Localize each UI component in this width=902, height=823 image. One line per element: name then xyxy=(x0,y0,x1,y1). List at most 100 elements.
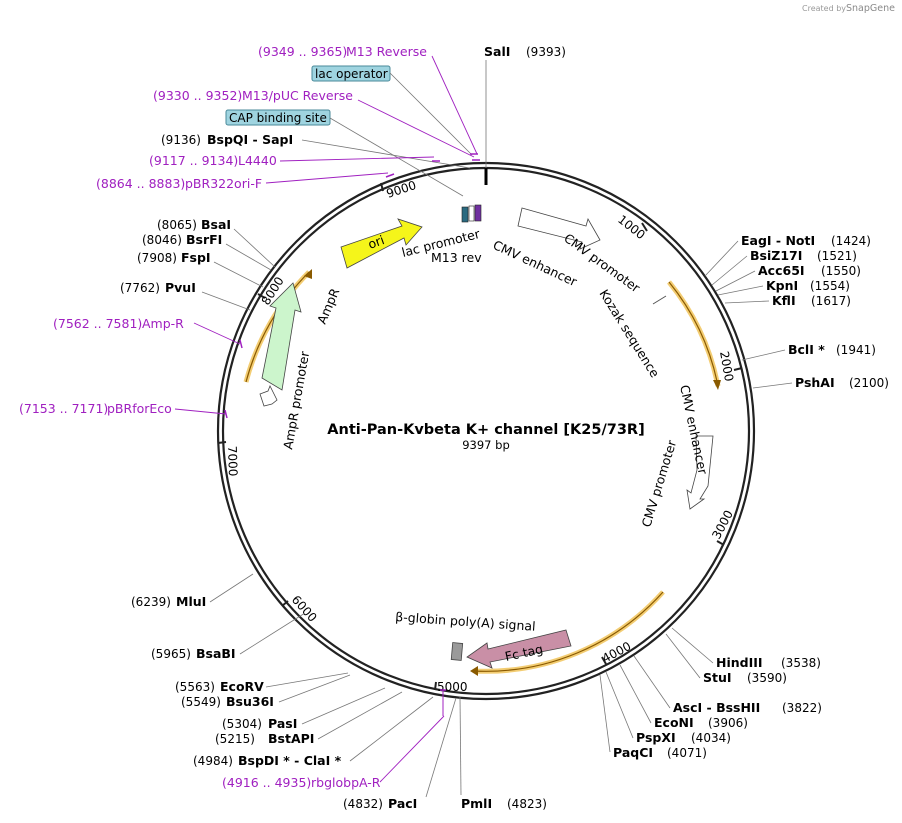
primer-m13puc-name: M13/pUC Reverse xyxy=(242,88,353,103)
kozak-marker xyxy=(652,295,667,305)
site-pasi-pos: (5304) xyxy=(222,717,262,731)
site-mlui-name: MluI xyxy=(176,594,206,609)
tick-7000: 7000 xyxy=(225,446,240,477)
site-bcli-pos: (1941) xyxy=(836,343,876,357)
polya-label: β-globin poly(A) signal xyxy=(395,609,536,634)
site-sali-pos: (9393) xyxy=(526,45,566,59)
site-sali-name: SalI xyxy=(484,44,510,59)
orf-arcs xyxy=(243,269,721,676)
site-kfli-pos: (1617) xyxy=(811,294,851,308)
site-hindiii-name: HindIII xyxy=(716,655,763,670)
tick-1000: 1000 xyxy=(615,212,648,242)
tick-5000: 5000 xyxy=(437,680,468,694)
ampr-label: AmpR xyxy=(314,286,343,327)
site-fspi-name: FspI xyxy=(181,250,211,265)
polya-feature xyxy=(450,642,464,661)
site-bsrfi-pos: (8046) xyxy=(142,233,182,247)
primer-pbr322-name: pBR322ori-F xyxy=(185,176,262,191)
site-pmli-name: PmlI xyxy=(461,796,492,811)
site-pshai-name: PshAI xyxy=(795,375,835,390)
snapgene-logo: SnapGene xyxy=(846,3,895,14)
primer-m13-reverse-range: (9349 .. 9365) xyxy=(258,44,347,59)
site-kpni-name: KpnI xyxy=(766,278,798,293)
site-bsiz17i-pos: (1521) xyxy=(817,249,857,263)
cmv-enhancer-right xyxy=(686,435,714,510)
orf-arrow-3 xyxy=(304,269,312,279)
site-asci-name: AscI - BssHII xyxy=(673,700,760,715)
site-ecorv-name: EcoRV xyxy=(220,679,264,694)
site-stui-name: StuI xyxy=(703,670,732,685)
cap-site-label: CAP binding site xyxy=(229,111,327,125)
site-econi-name: EcoNI xyxy=(654,715,694,730)
site-paqci-name: PaqCI xyxy=(613,745,653,760)
site-hindiii-pos: (3538) xyxy=(781,656,821,670)
site-bstapi-name: BstAPI xyxy=(268,731,314,746)
site-bsu36i-pos: (5549) xyxy=(181,695,221,709)
site-bsu36i-name: Bsu36I xyxy=(226,694,274,709)
site-bcli-name: BclI * xyxy=(788,342,825,357)
site-kpni-pos: (1554) xyxy=(810,279,850,293)
primer-l4440-range: (9117 .. 9134) xyxy=(149,153,238,168)
site-bsrfi-name: BsrFI xyxy=(186,232,222,247)
tick-4000: 4000 xyxy=(600,639,634,666)
primer-pbrforeco-name: pBRforEco xyxy=(107,401,172,416)
credit-prefix: Created by xyxy=(802,4,846,13)
tick-2000: 2000 xyxy=(717,350,736,383)
site-pvui-pos: (7762) xyxy=(120,281,160,295)
m13-rev-label: M13 rev xyxy=(431,250,482,265)
primer-m13-reverse-name: M13 Reverse xyxy=(346,44,427,59)
site-bsabi-name: BsaBI xyxy=(196,646,236,661)
lac-promoter-block xyxy=(468,205,475,222)
site-eagi-pos: (1424) xyxy=(831,234,871,248)
orf-arrow-2 xyxy=(470,666,478,676)
site-pspxi-name: PspXI xyxy=(636,730,676,745)
primer-rbglobpa-range: (4916 .. 4935) xyxy=(222,775,311,790)
primer-l4440-name: L4440 xyxy=(238,153,277,168)
site-paci-pos: (4832) xyxy=(343,797,383,811)
cap-site-block xyxy=(461,206,469,223)
site-bsiz17i-name: BsiZ17I xyxy=(750,248,802,263)
site-eagi-name: EagI - NotI xyxy=(741,233,815,248)
ampr-feature xyxy=(261,282,302,391)
site-pspxi-pos: (4034) xyxy=(691,731,731,745)
site-stui-pos: (3590) xyxy=(747,671,787,685)
primer-rbglobpa-name: rbglobpA-R xyxy=(311,775,381,790)
site-pvui-name: PvuI xyxy=(165,280,196,295)
site-pmli-pos: (4823) xyxy=(507,797,547,811)
cmv-enhancer-top xyxy=(517,207,601,250)
site-bstapi-pos: (5215) xyxy=(215,732,255,746)
primer-m13puc-range: (9330 .. 9352) xyxy=(153,88,242,103)
cmv-promoter-label-right: CMV promoter xyxy=(639,438,680,529)
fc-tag-feature xyxy=(466,629,572,669)
lac-operator-label: lac operator xyxy=(315,67,388,81)
top-annotations: (9349 .. 9365) M13 Reverse lac operator … xyxy=(153,44,480,197)
site-pshai-pos: (2100) xyxy=(849,376,889,390)
ori-label: ori xyxy=(366,232,386,252)
ori-feature xyxy=(340,218,423,269)
cmv-enhancer-label-right: CMV enhancer xyxy=(677,384,711,477)
plasmid-name: Anti-Pan-Kvbeta K+ channel [K25/73R] xyxy=(327,422,644,438)
m13-rev-block xyxy=(474,204,482,222)
site-paci-name: PacI xyxy=(388,796,417,811)
site-kfli-name: KflI xyxy=(772,293,796,308)
plasmid-size: 9397 bp xyxy=(462,438,510,452)
site-econi-pos: (3906) xyxy=(708,716,748,730)
site-acc65i-pos: (1550) xyxy=(821,264,861,278)
site-bsai-name: BsaI xyxy=(201,217,231,232)
site-mlui-pos: (6239) xyxy=(131,595,171,609)
site-ecorv-pos: (5563) xyxy=(175,680,215,694)
site-bspdi-pos: (4984) xyxy=(193,754,233,768)
site-bsai-pos: (8065) xyxy=(157,218,197,232)
features xyxy=(259,204,714,669)
site-pasi-name: PasI xyxy=(268,716,297,731)
primer-ampr-name: Amp-R xyxy=(142,316,184,331)
site-bsabi-pos: (5965) xyxy=(151,647,191,661)
primer-pbr322-range: (8864 .. 8883) xyxy=(96,176,185,191)
site-bspqi-pos: (9136) xyxy=(161,133,201,147)
site-asci-pos: (3822) xyxy=(782,701,822,715)
primer-ampr-range: (7562 .. 7581) xyxy=(53,316,142,331)
primer-pbrforeco-range: (7153 .. 7171) xyxy=(19,401,108,416)
site-acc65i-name: Acc65I xyxy=(758,263,805,278)
site-bspqi-name: BspQI - SapI xyxy=(207,132,293,147)
